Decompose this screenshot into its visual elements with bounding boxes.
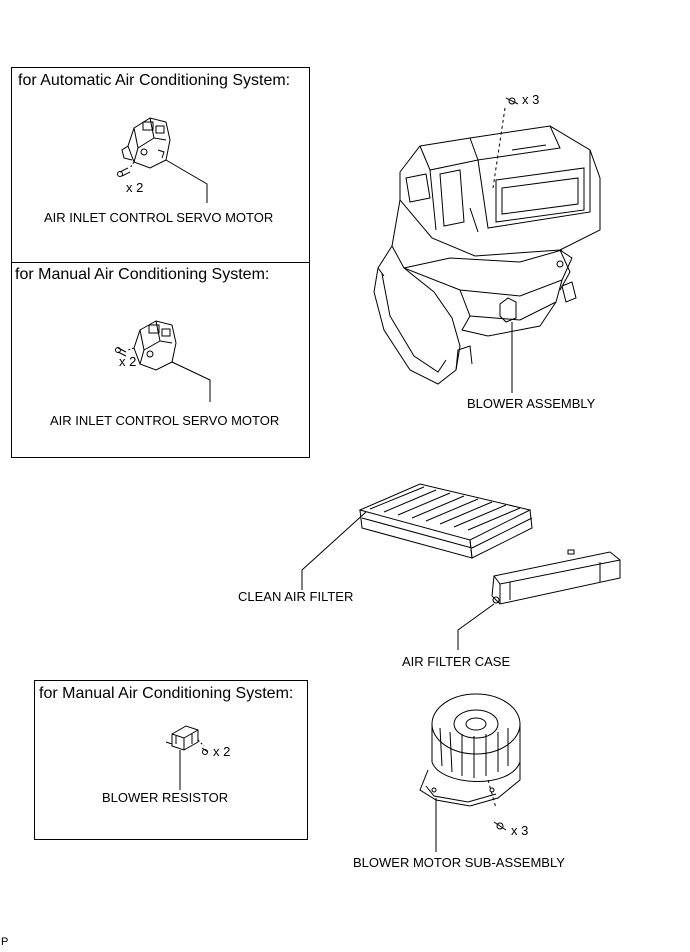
- motor-screw-qty: x 3: [511, 823, 529, 838]
- servo-motor-manual-drawing: [116, 321, 211, 402]
- panel-manual-ac-title: for Manual Air Conditioning System:: [15, 266, 270, 283]
- servo-motor-manual-label: AIR INLET CONTROL SERVO MOTOR: [50, 413, 280, 428]
- blower-assembly-label: BLOWER ASSEMBLY: [467, 396, 596, 411]
- blower-resistor-drawing: [166, 726, 208, 790]
- servo-motor-auto-label: AIR INLET CONTROL SERVO MOTOR: [44, 210, 274, 225]
- air-filter-case-label: AIR FILTER CASE: [402, 654, 511, 669]
- clean-air-filter-drawing: [302, 484, 532, 590]
- blower-motor-drawing: [420, 694, 520, 852]
- blower-motor-label: BLOWER MOTOR SUB-ASSEMBLY: [353, 855, 565, 870]
- servo-auto-screw-qty: x 2: [126, 180, 144, 195]
- panel-manual-ac: [11, 262, 310, 458]
- clean-air-filter-label: CLEAN AIR FILTER: [238, 589, 354, 604]
- servo-motor-auto-drawing: [118, 118, 208, 203]
- panel-manual-ac-blower-title: for Manual Air Conditioning System:: [39, 685, 294, 702]
- resistor-screw-qty: x 2: [213, 744, 231, 759]
- panel-manual-ac-blower: [34, 680, 308, 840]
- air-filter-case-drawing: [458, 550, 620, 650]
- blower-resistor-label: BLOWER RESISTOR: [102, 790, 229, 805]
- blower-assembly-drawing: [374, 98, 600, 393]
- servo-manual-screw-qty: x 2: [119, 354, 137, 369]
- panel-automatic-ac-title: for Automatic Air Conditioning System:: [18, 72, 291, 89]
- corner-mark: P: [1, 936, 9, 948]
- blower-assembly-screw-qty: x 3: [522, 92, 540, 107]
